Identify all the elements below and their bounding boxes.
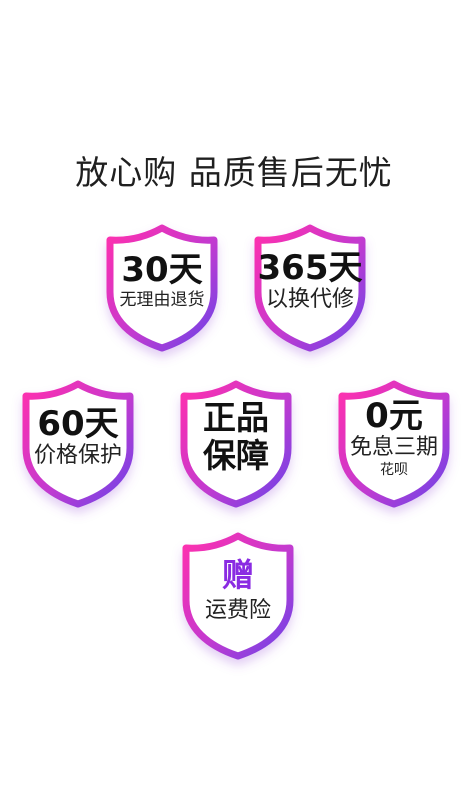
- shield-icon: [106, 224, 218, 352]
- badge-main-text: 正品: [203, 398, 269, 437]
- shield-icon: [254, 224, 366, 352]
- badge-main-text: 60天: [37, 404, 119, 444]
- badge-main-text: 30天: [121, 250, 203, 290]
- badge-zero-interest: 0元 免息三期 花呗: [336, 378, 452, 510]
- shield-icon: [182, 532, 294, 660]
- badge-sub-text-secondary: 花呗: [380, 462, 408, 478]
- shield-icon: [338, 380, 450, 508]
- badge-sub-text: 保障: [203, 436, 269, 475]
- badge-sub-text: 运费险: [204, 598, 271, 623]
- badge-main-text: 365天: [257, 248, 363, 288]
- badge-sub-text: 免息三期: [349, 435, 438, 460]
- badge-genuine-guarantee: 正品 保障: [178, 378, 294, 510]
- badge-sub-text: 以换代修: [265, 287, 354, 312]
- badge-sub-text: 无理由退货: [119, 290, 205, 310]
- badge-main-text: 赠: [221, 556, 254, 594]
- badge-shipping-insurance-gift: 赠 运费险: [180, 530, 296, 662]
- badge-365-day-replace: 365天 以换代修: [252, 222, 368, 354]
- badge-main-text: 0元: [365, 396, 423, 436]
- page-title: 放心购 品质售后无忧: [75, 153, 393, 192]
- shield-icon: [22, 380, 134, 508]
- shield-icon: [180, 380, 292, 508]
- badge-30-day-return: 30天 无理由退货: [104, 222, 220, 354]
- badge-60-day-price-protect: 60天 价格保护: [20, 378, 136, 510]
- badge-sub-text: 价格保护: [33, 443, 122, 468]
